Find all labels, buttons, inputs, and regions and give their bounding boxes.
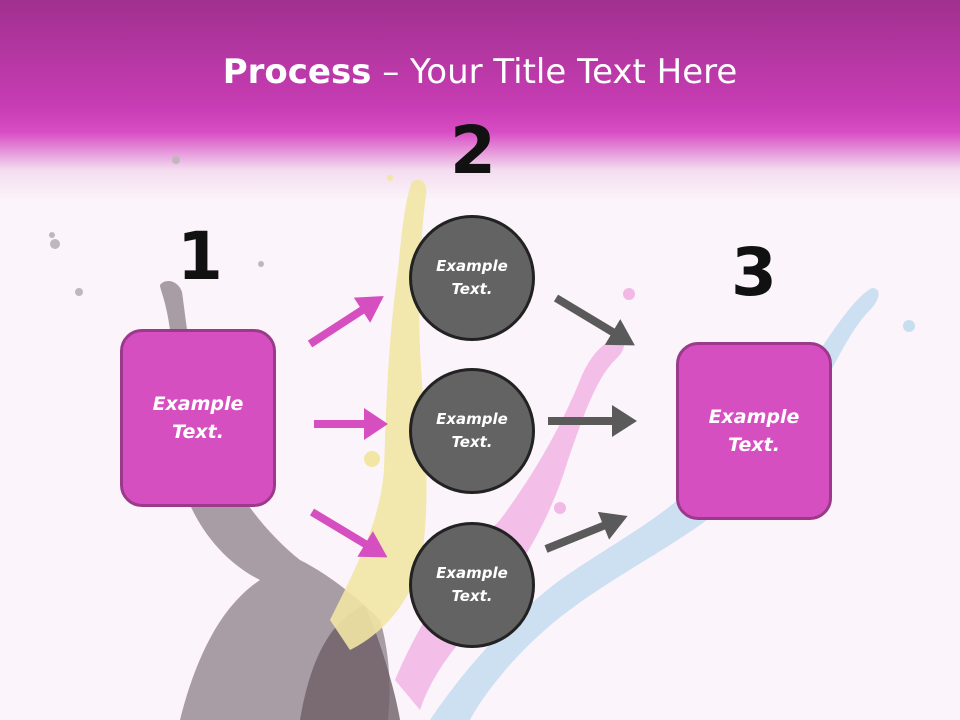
step-number-1: 1 <box>177 218 223 295</box>
circle-top: Example Text. <box>409 215 535 341</box>
pink-arrow-up <box>307 296 384 348</box>
step-number-2: 2 <box>450 112 496 189</box>
circle-middle: Example Text. <box>409 368 535 494</box>
circle-bottom-label: Example Text. <box>436 563 508 605</box>
right-box-label: Example Text. <box>708 405 800 457</box>
pink-arrow-down <box>309 508 388 558</box>
circle-top-label: Example Text. <box>436 256 508 298</box>
circle-bottom: Example Text. <box>409 522 535 648</box>
title-rest: – Your Title Text Here <box>371 52 738 92</box>
gray-arrow-up <box>544 511 628 553</box>
title-banner <box>0 0 960 200</box>
circle-middle-label: Example Text. <box>436 409 508 451</box>
pink-arrow-right <box>314 408 388 440</box>
title-bold: Process <box>222 52 372 92</box>
slide-title: Process – Your Title Text Here <box>0 52 960 92</box>
left-box-label: Example Text. <box>152 392 244 444</box>
step-number-3: 3 <box>731 234 777 311</box>
left-process-box: Example Text. <box>120 329 276 507</box>
gray-arrow-down <box>553 294 635 346</box>
gray-arrow-right <box>548 405 637 437</box>
right-process-box: Example Text. <box>676 342 832 520</box>
